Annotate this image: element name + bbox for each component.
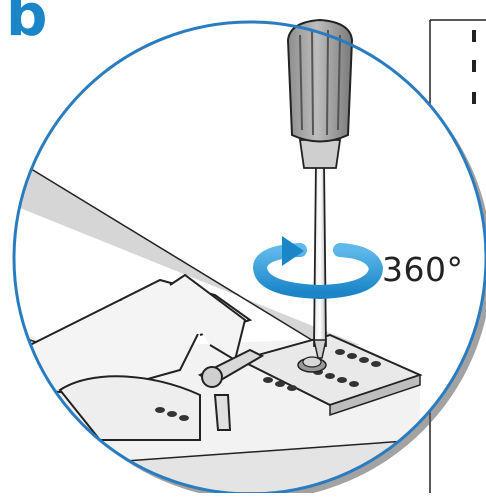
panel-letter: b (6, 0, 48, 49)
clamp-mechanism (28, 273, 265, 441)
bracket-plate (237, 333, 423, 417)
rotation-arrow-icon (252, 236, 384, 300)
screwdriver (286, 18, 354, 359)
rotation-angle-label: 360° (382, 250, 464, 289)
